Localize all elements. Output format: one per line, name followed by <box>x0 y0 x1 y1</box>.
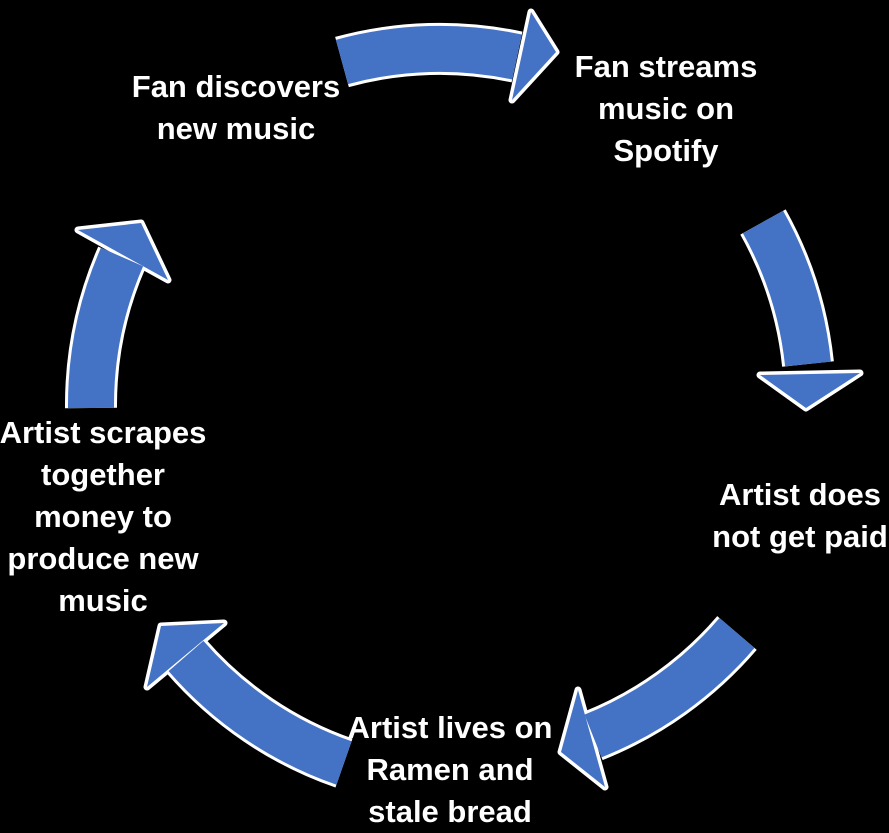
node-fan-discovers-line: Fan discovers <box>131 69 341 104</box>
arrow-discovers-to-streams-icon <box>335 8 560 104</box>
node-artist-not-paid-line: Artist does <box>719 477 881 512</box>
node-artist-not-paid: Artist does not get paid <box>712 474 888 558</box>
node-fan-streams-line: Spotify <box>613 133 719 168</box>
node-fan-discovers: Fan discovers new music <box>132 66 340 150</box>
node-fan-streams: Fan streams music on Spotify <box>575 46 758 172</box>
node-artist-scrapes-line: together <box>41 457 165 492</box>
node-artist-ramen-line: Artist lives on <box>347 710 553 745</box>
arrow-ramen-to-scrapes-icon <box>143 619 353 788</box>
node-artist-scrapes-line: money to <box>34 499 172 534</box>
node-artist-scrapes-line: music <box>58 583 148 618</box>
node-artist-scrapes-line: Artist scrapes <box>0 415 207 450</box>
arrow-streams-to-notpaid-icon <box>740 209 864 412</box>
arrow-scrapes-to-discovers-icon <box>64 219 172 409</box>
node-artist-ramen-line: stale bread <box>368 794 532 829</box>
node-fan-streams-line: Fan streams <box>574 49 758 84</box>
node-artist-not-paid-line: not get paid <box>712 519 888 554</box>
node-artist-scrapes: Artist scrapes together money to produce… <box>0 412 206 622</box>
node-fan-discovers-line: new music <box>156 111 316 146</box>
node-fan-streams-line: music on <box>597 91 735 126</box>
node-artist-scrapes-line: produce new <box>7 541 199 576</box>
node-artist-ramen: Artist lives on Ramen and stale bread <box>348 707 553 833</box>
node-artist-ramen-line: Ramen and <box>366 752 534 787</box>
arrow-notpaid-to-ramen-icon <box>557 615 757 791</box>
